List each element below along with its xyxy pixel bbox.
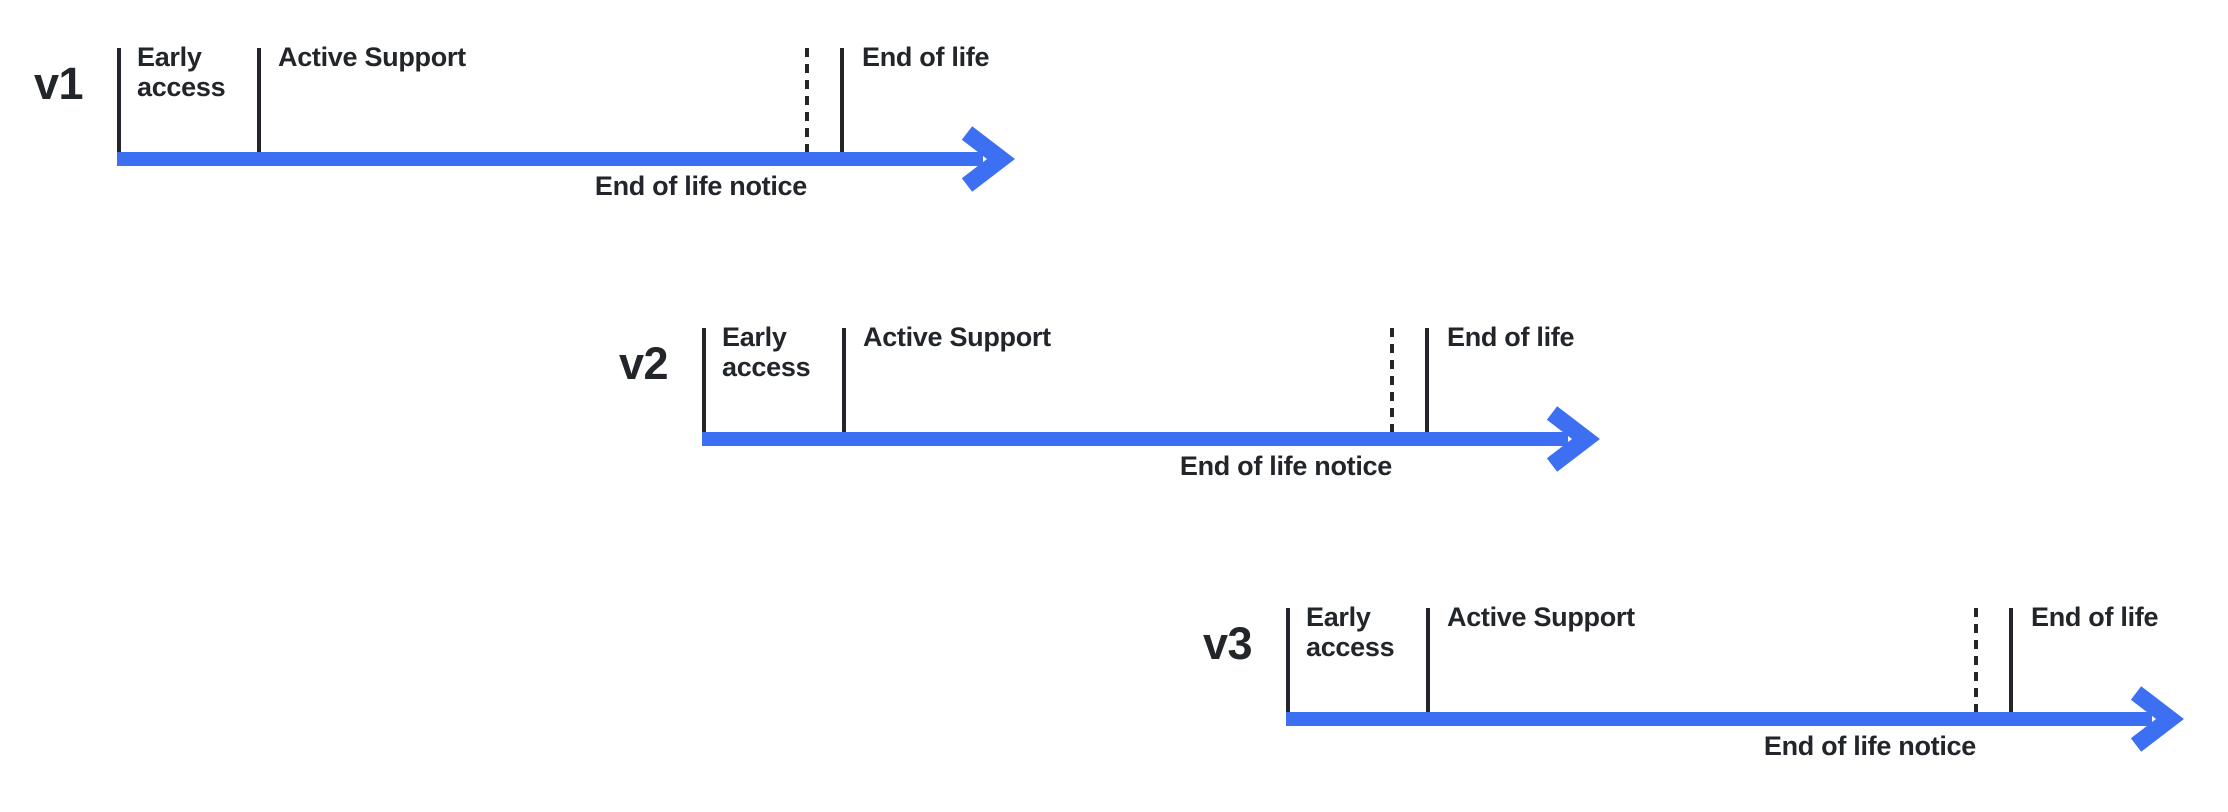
end-of-life-notice-label: End of life notice: [594, 171, 807, 201]
early-access-label: Early access: [722, 322, 811, 382]
end-of-life-notice-label: End of life notice: [1179, 451, 1392, 481]
timeline-arrow-head: [1546, 406, 1600, 472]
timeline-arrow-bar: [1286, 712, 2152, 726]
active-support-label: Active Support: [1447, 602, 1635, 632]
active-support-label: Active Support: [863, 322, 1051, 352]
timeline-arrow-head: [2130, 686, 2184, 752]
timeline-arrow-bar: [702, 432, 1568, 446]
version-label: v1: [33, 58, 84, 109]
timeline-v1-graphic: [117, 48, 1015, 192]
end-of-life-label: End of life: [1447, 322, 1575, 352]
version-label: v2: [618, 338, 669, 389]
timeline-arrow-head: [961, 126, 1015, 192]
timeline-arrow-bar: [117, 152, 983, 166]
early-access-label: Early access: [1306, 602, 1395, 662]
end-of-life-label: End of life: [862, 42, 990, 72]
early-access-label: Early access: [137, 42, 226, 102]
timeline-v2: v2 Early access Active Support End of li…: [619, 322, 1622, 498]
timeline-v2-graphic: [702, 328, 1600, 472]
end-of-life-notice-label: End of life notice: [1763, 731, 1976, 761]
timeline-v3-graphic: [1286, 608, 2184, 752]
active-support-label: Active Support: [278, 42, 466, 72]
version-label: v3: [1202, 618, 1253, 669]
timeline-v3: v3 Early access Active Support End of li…: [1203, 602, 2206, 778]
end-of-life-label: End of life: [2031, 602, 2159, 632]
timeline-v1: v1 Early access Active Support End of li…: [34, 42, 1037, 218]
